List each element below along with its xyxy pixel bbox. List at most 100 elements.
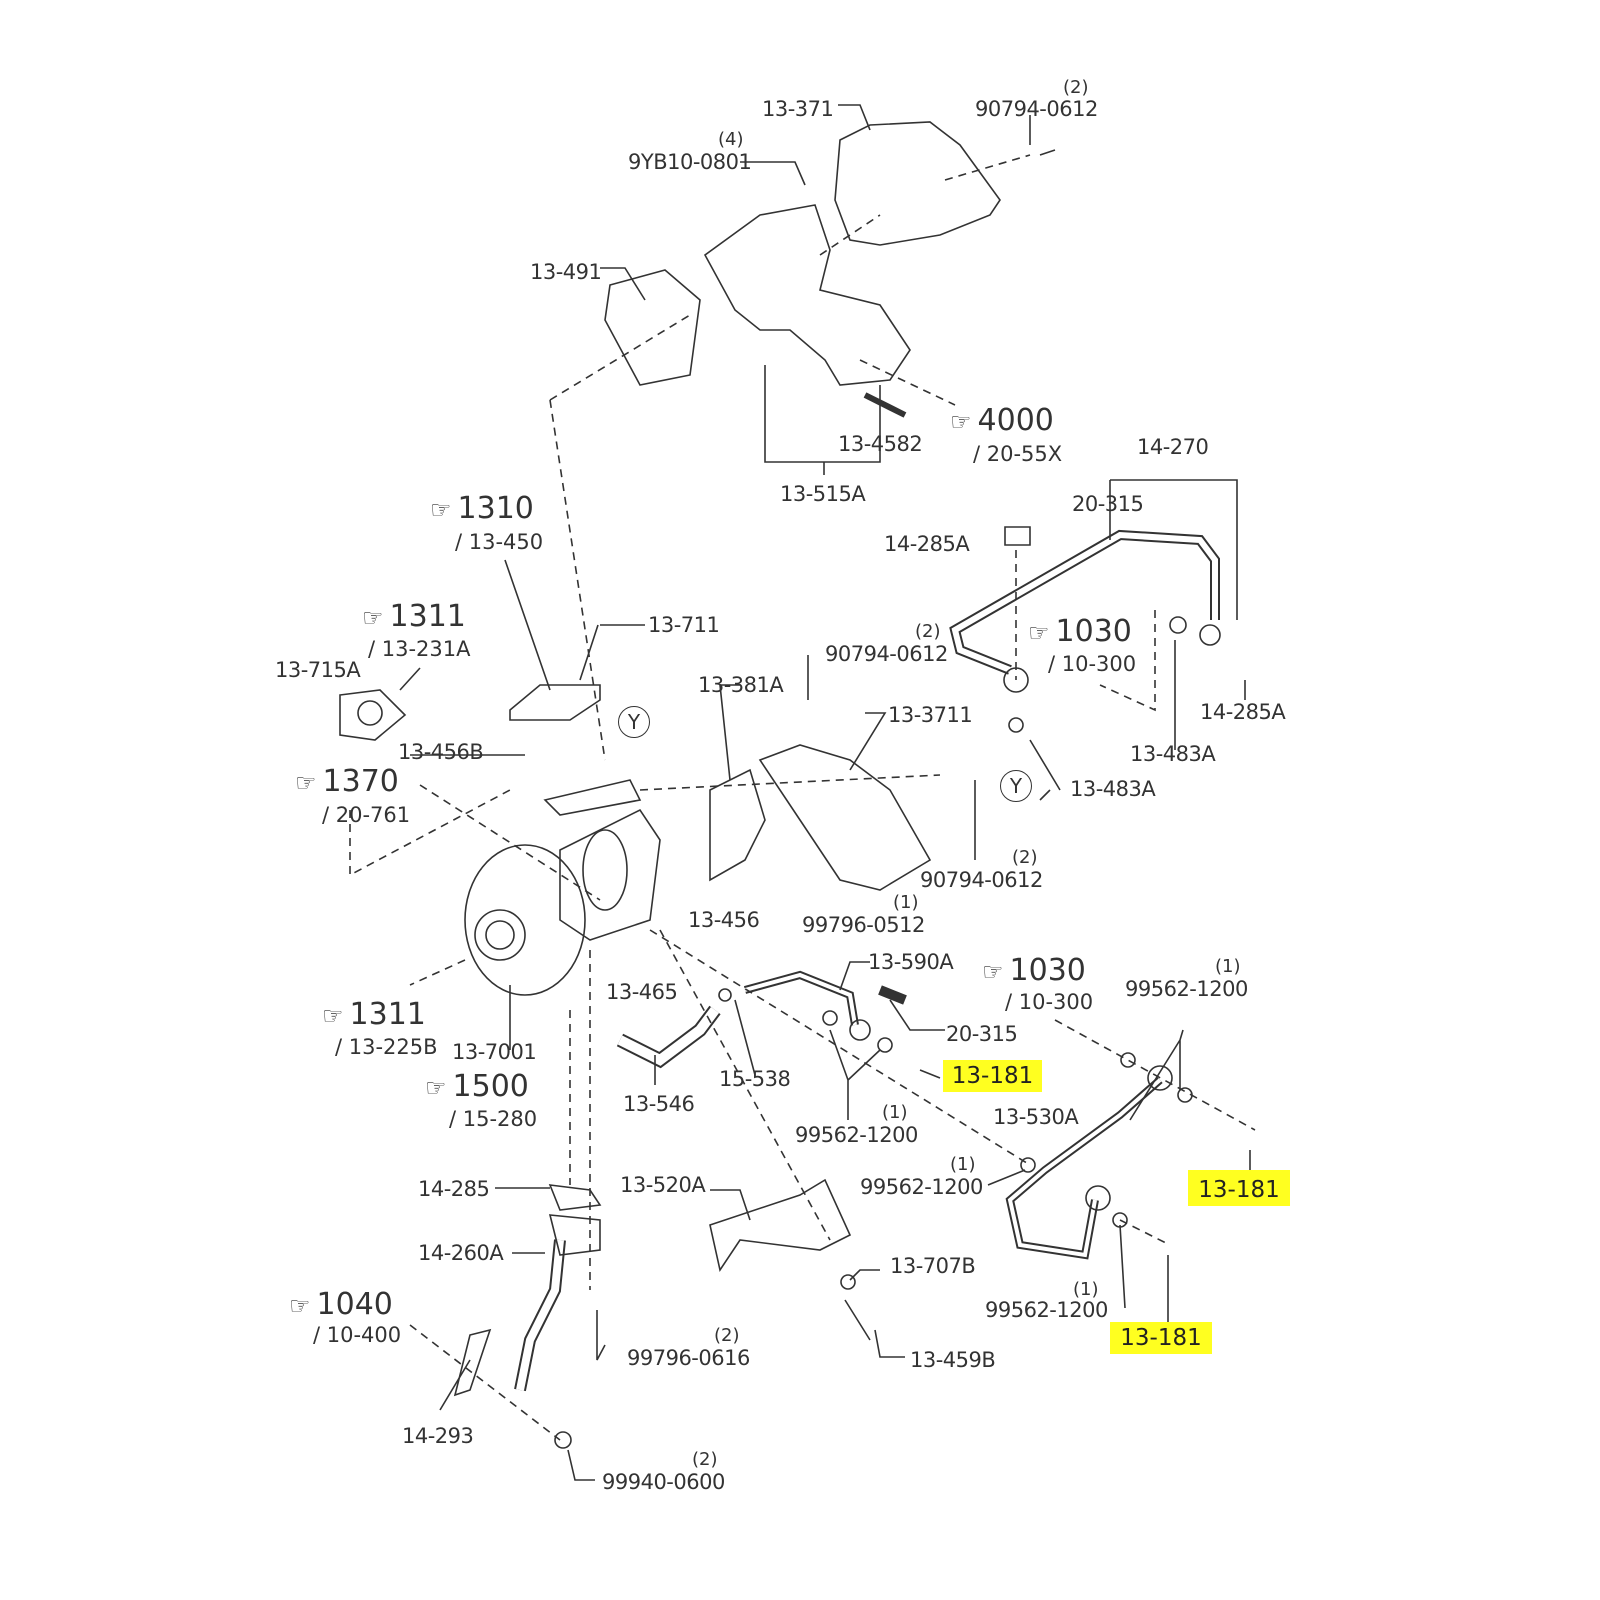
cross-reference-1030[interactable]: ☜1030 (1028, 616, 1132, 648)
quantity-label: (2) (915, 621, 941, 642)
highlighted-part-label-13-181[interactable]: 13-181 (1188, 1170, 1290, 1206)
part-label-14-270[interactable]: 14-270 (1137, 435, 1209, 459)
reference-sub: / 13-450 (455, 530, 544, 554)
pointing-hand-icon: ☜ (430, 496, 452, 524)
quantity-label: (1) (882, 1102, 908, 1123)
cross-reference-1310[interactable]: ☜1310 (430, 493, 534, 525)
part-label-90794-0612[interactable]: 90794-0612 (920, 868, 1043, 892)
part-label-20-315[interactable]: 20-315 (1072, 492, 1144, 516)
reference-sub: / 13-231A (368, 637, 471, 661)
reference-sub: / 10-300 (1005, 990, 1094, 1014)
part-label-90794-0612[interactable]: 90794-0612 (975, 97, 1098, 121)
quantity-label: (2) (692, 1449, 718, 1470)
quantity-label: (1) (893, 892, 919, 913)
part-label-13-371[interactable]: 13-371 (762, 97, 834, 121)
part-label-99562-1200[interactable]: 99562-1200 (795, 1123, 918, 1147)
quantity-label: (1) (1073, 1279, 1099, 1300)
pointing-hand-icon: ☜ (362, 604, 384, 632)
cross-reference-4000[interactable]: ☜4000 (950, 405, 1054, 437)
part-label-13-530a[interactable]: 13-530A (993, 1105, 1079, 1129)
highlighted-part-label-13-181[interactable]: 13-181 (1110, 1322, 1212, 1354)
reference-number: 1030 (1009, 953, 1086, 988)
reference-sub: / 10-400 (313, 1323, 402, 1347)
cross-reference-1500[interactable]: ☜1500 (425, 1071, 529, 1103)
part-label-13-4582[interactable]: 13-4582 (838, 432, 923, 456)
part-label-13-483a[interactable]: 13-483A (1070, 777, 1156, 801)
part-label-99562-1200[interactable]: 99562-1200 (1125, 977, 1248, 1001)
connector-marker-y: Y (618, 706, 650, 738)
quantity-label: (4) (718, 129, 744, 150)
pointing-hand-icon: ☜ (295, 769, 317, 797)
pointing-hand-icon: ☜ (950, 408, 972, 436)
gasket-13-711 (509, 684, 601, 721)
reference-sub: / 20-55X (973, 442, 1063, 466)
turbocharger-13-7001 (464, 844, 586, 996)
reference-number: 1311 (349, 997, 426, 1032)
part-label-15-538[interactable]: 15-538 (719, 1067, 791, 1091)
reference-number: 1030 (1055, 614, 1132, 649)
part-label-13-3711[interactable]: 13-3711 (888, 703, 973, 727)
heat-shield-13-371 (834, 121, 1001, 246)
part-label-13-707b[interactable]: 13-707B (890, 1254, 976, 1278)
part-label-14-285a[interactable]: 14-285A (884, 532, 970, 556)
part-label-13-483a[interactable]: 13-483A (1130, 742, 1216, 766)
reference-number: 1310 (457, 491, 534, 526)
part-label-99796-0512[interactable]: 99796-0512 (802, 913, 925, 937)
part-label-13-465[interactable]: 13-465 (606, 980, 678, 1004)
connector-marker-y: Y (1000, 770, 1032, 802)
quantity-label: (2) (714, 1325, 740, 1346)
cross-reference-1370[interactable]: ☜1370 (295, 766, 399, 798)
part-label-14-293[interactable]: 14-293 (402, 1424, 474, 1448)
quantity-label: (1) (950, 1154, 976, 1175)
part-label-90794-0612[interactable]: 90794-0612 (825, 642, 948, 666)
part-label-13-590a[interactable]: 13-590A (868, 950, 954, 974)
reference-number: 1370 (322, 764, 399, 799)
reference-sub: / 10-300 (1048, 652, 1137, 676)
reference-sub: / 15-280 (449, 1107, 538, 1131)
pointing-hand-icon: ☜ (322, 1002, 344, 1030)
reference-number: 4000 (977, 403, 1054, 438)
reference-number: 1500 (452, 1069, 529, 1104)
highlighted-part-label-13-181[interactable]: 13-181 (943, 1060, 1042, 1092)
part-label-13-715a[interactable]: 13-715A (275, 658, 361, 682)
part-label-13-491[interactable]: 13-491 (530, 260, 602, 284)
pointing-hand-icon: ☜ (289, 1292, 311, 1320)
part-label-14-285a[interactable]: 14-285A (1200, 700, 1286, 724)
cross-reference-1040[interactable]: ☜1040 (289, 1289, 393, 1321)
part-label-13-520a[interactable]: 13-520A (620, 1173, 706, 1197)
part-label-13-459b[interactable]: 13-459B (910, 1348, 996, 1372)
part-label-14-285[interactable]: 14-285 (418, 1177, 490, 1201)
part-label-99562-1200[interactable]: 99562-1200 (860, 1175, 983, 1199)
part-label-99940-0600[interactable]: 99940-0600 (602, 1470, 725, 1494)
part-label-14-260a[interactable]: 14-260A (418, 1241, 504, 1265)
part-label-13-456b[interactable]: 13-456B (398, 740, 484, 764)
bracket-13-520a (709, 1178, 852, 1273)
cross-reference-1311[interactable]: ☜1311 (322, 999, 426, 1031)
part-label-9yb10-0801[interactable]: 9YB10-0801 (628, 150, 752, 174)
part-label-13-515a[interactable]: 13-515A (780, 482, 866, 506)
pointing-hand-icon: ☜ (1028, 619, 1050, 647)
part-label-99796-0616[interactable]: 99796-0616 (627, 1346, 750, 1370)
cross-reference-1311[interactable]: ☜1311 (362, 601, 466, 633)
quantity-label: (2) (1012, 847, 1038, 868)
pointing-hand-icon: ☜ (982, 958, 1004, 986)
gasket-13-715a (339, 689, 407, 741)
part-label-13-381a[interactable]: 13-381A (698, 673, 784, 697)
part-label-99562-1200[interactable]: 99562-1200 (985, 1298, 1108, 1322)
part-label-13-546[interactable]: 13-546 (623, 1092, 695, 1116)
pointing-hand-icon: ☜ (425, 1074, 447, 1102)
gasket-13-491 (604, 269, 701, 386)
reference-sub: / 20-761 (322, 803, 411, 827)
part-label-13-711[interactable]: 13-711 (648, 613, 720, 637)
bracket-13-381a (709, 768, 766, 882)
part-label-20-315[interactable]: 20-315 (946, 1022, 1018, 1046)
quantity-label: (1) (1215, 956, 1241, 977)
part-label-13-456[interactable]: 13-456 (688, 908, 760, 932)
cross-reference-1030[interactable]: ☜1030 (982, 955, 1086, 987)
reference-number: 1311 (389, 599, 466, 634)
part-label-13-7001[interactable]: 13-7001 (452, 1040, 537, 1064)
reference-number: 1040 (316, 1287, 393, 1322)
exhaust-manifold (703, 204, 911, 386)
